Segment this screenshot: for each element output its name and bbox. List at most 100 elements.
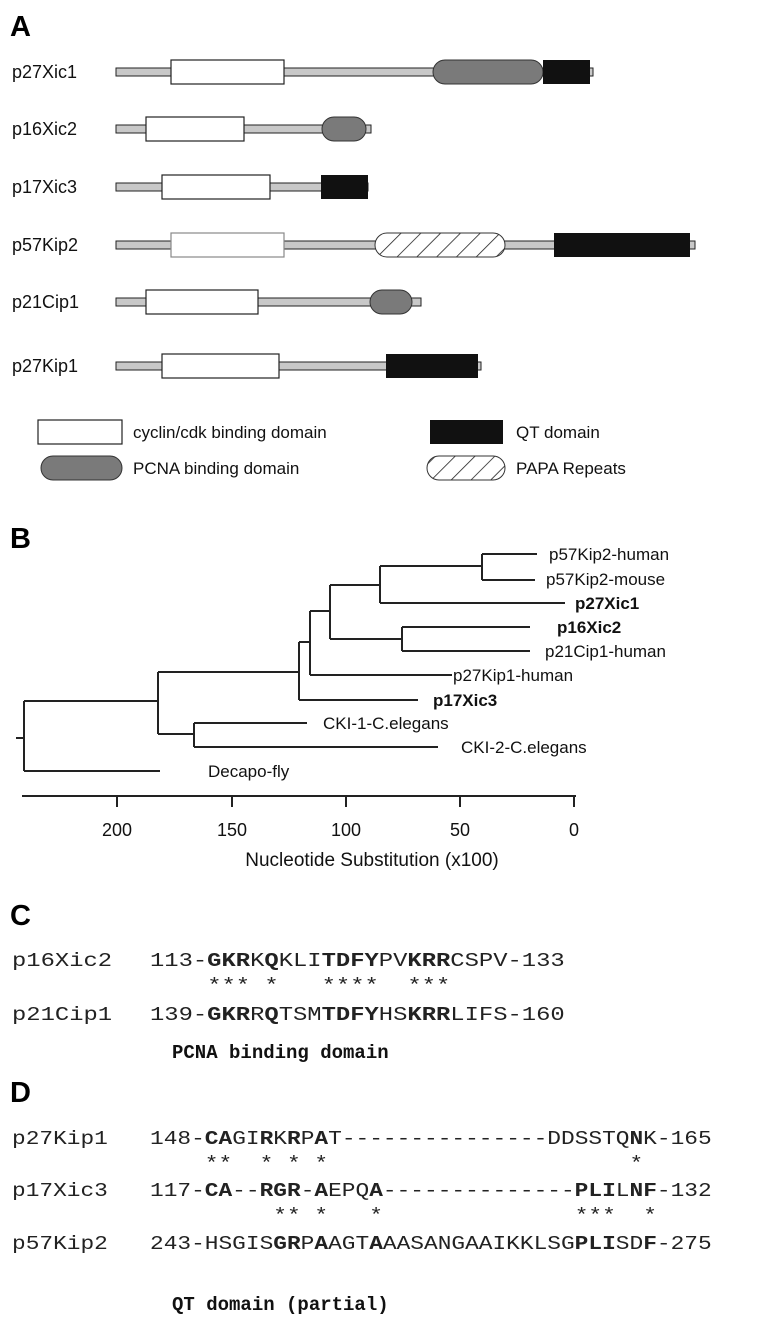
residues: TSM (279, 1004, 322, 1026)
axis-tick-label: 100 (331, 820, 361, 840)
residues: KLI (279, 950, 322, 972)
residues: PV (379, 950, 408, 972)
tree-tip-label: Decapo-fly (208, 762, 290, 781)
qt-caption: QT domain (partial) (172, 1294, 389, 1316)
residues: CSPV-133 (450, 950, 564, 972)
qt-domain (430, 420, 503, 444)
protein-backbone (115, 297, 422, 307)
axis-label: Nucleotide Substitution (x100) (245, 850, 498, 871)
legend-qt: QT domain (516, 423, 600, 442)
protein-row: p17Xic3 (12, 174, 369, 200)
residues: AGT (328, 1233, 369, 1255)
conserved-residues: A (314, 1233, 328, 1255)
residues: -132 (657, 1180, 712, 1202)
cyclin-cdk-domain (145, 289, 259, 315)
protein-backbone (115, 361, 482, 371)
cyclin-cdk-domain (161, 174, 271, 200)
residues: EPQ (328, 1180, 369, 1202)
panel-label-b: B (10, 523, 31, 555)
conserved-residues: A (369, 1180, 383, 1202)
conserved-residues: A (369, 1233, 383, 1255)
conserved-residues: F (643, 1233, 657, 1255)
protein-label: p27Xic1 (12, 62, 77, 82)
qt-domain (543, 60, 590, 84)
conserved-residues: GKR (207, 1004, 251, 1026)
sequence-name: p16Xic2 (12, 950, 112, 972)
sequence-name: p57Kip2 (12, 1233, 108, 1255)
residues: -275 (657, 1233, 712, 1255)
residues: R (250, 1004, 264, 1026)
tree-tip-label: CKI-1-C.elegans (323, 714, 449, 733)
legend-cyclin: cyclin/cdk binding domain (133, 423, 327, 442)
tree-tip-label: CKI-2-C.elegans (461, 738, 587, 757)
phylogenetic-tree: p57Kip2-humanp57Kip2-mousep27Xic1p16Xic2… (16, 545, 669, 781)
conserved-residues: GR (273, 1233, 301, 1255)
residues: HS (379, 1004, 408, 1026)
conservation-stars: ** * * *** * (150, 1205, 657, 1227)
protein-label: p27Kip1 (12, 356, 78, 376)
residues: T---------------DDSSTQ (328, 1128, 629, 1150)
sequence-name: p27Kip1 (12, 1128, 108, 1150)
cyclin-cdk-domain (161, 353, 280, 379)
protein-row: p27Xic1 (12, 59, 594, 85)
residues: SD (616, 1233, 643, 1255)
conserved-residues: CA (205, 1180, 233, 1202)
conserved-residues: NF (630, 1180, 657, 1202)
residues: -- (232, 1180, 259, 1202)
residues: 117- (150, 1180, 205, 1202)
panel-label-a: A (10, 11, 31, 43)
conserved-residues: PLI (575, 1180, 616, 1202)
conserved-residues: A (314, 1128, 328, 1150)
conserved-residues: KRR (407, 1004, 451, 1026)
residues: AASANGAAIKKLSG (383, 1233, 575, 1255)
cyclin-cdk-domain (170, 59, 285, 85)
protein-row: p27Kip1 (12, 353, 482, 379)
residues: 243-HSGIS (150, 1233, 273, 1255)
conserved-residues: TDFY (322, 950, 380, 972)
sequence-name: p21Cip1 (12, 1004, 112, 1026)
conserved-residues: RGR (260, 1180, 302, 1202)
conserved-residues: TDFY (322, 1004, 380, 1026)
cyclin-cdk-domain (170, 232, 285, 258)
residues: -------------- (383, 1180, 575, 1202)
panel-label-d: D (10, 1077, 31, 1109)
pcna-domain (369, 289, 413, 315)
conserved-residues: Q (264, 1004, 278, 1026)
residues: GI (232, 1128, 259, 1150)
tree-tip-label: p21Cip1-human (545, 642, 666, 661)
conserved-residues: KRR (407, 950, 451, 972)
conserved-residues: R (260, 1128, 274, 1150)
tree-tip-label: p57Kip2-mouse (546, 570, 665, 589)
pcna-domain (40, 455, 123, 481)
conservation-stars: ** * * * * (150, 1153, 643, 1175)
protein-label: p16Xic2 (12, 119, 77, 139)
residues: LIFS-160 (450, 1004, 564, 1026)
papa-repeats (426, 455, 506, 481)
conservation-stars: *** * **** *** (150, 975, 450, 997)
protein-backbone (115, 67, 594, 77)
residues: L (616, 1180, 630, 1202)
pcna-caption: PCNA binding domain (172, 1042, 389, 1064)
tree-tip-label: p57Kip2-human (549, 545, 669, 564)
conserved-residues: PLI (575, 1233, 616, 1255)
axis-tick-label: 0 (569, 820, 579, 840)
conserved-residues: R (287, 1128, 301, 1150)
axis-tick-label: 150 (217, 820, 247, 840)
domain-diagram: p27Xic1p16Xic2p17Xic3p57Kip2p21Cip1p27Ki… (12, 59, 696, 379)
conserved-residues: A (314, 1180, 328, 1202)
tree-tip-label: p27Xic1 (575, 594, 639, 613)
qt-domain (321, 175, 368, 199)
conserved-residues: N (629, 1128, 643, 1150)
qt-domain (386, 354, 478, 378)
protein-label: p21Cip1 (12, 292, 79, 312)
residues: 113- (150, 950, 207, 972)
conserved-residues: CA (205, 1128, 233, 1150)
residues: P (301, 1128, 315, 1150)
